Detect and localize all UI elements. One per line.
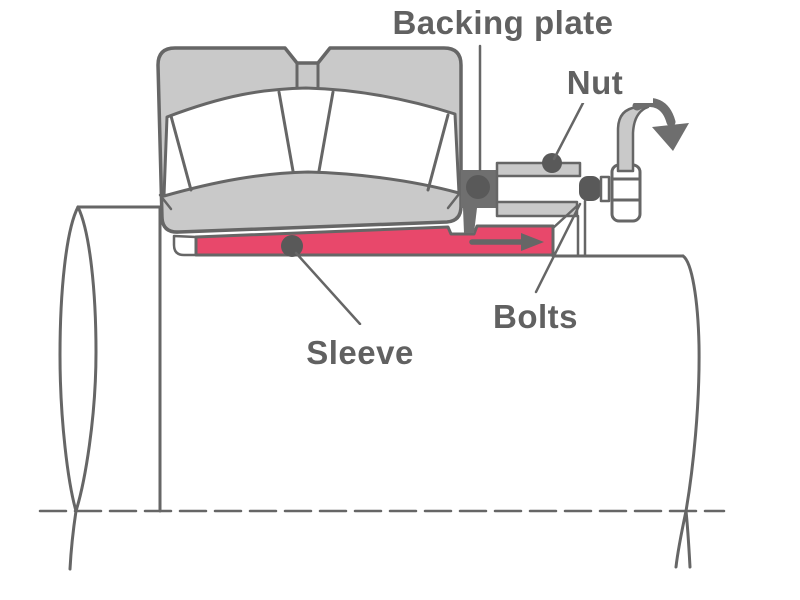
washer [599, 175, 611, 203]
bolts-label: Bolts [461, 294, 610, 340]
nut-bottom-section [495, 200, 579, 218]
shaft-left-end-outer-arc [58, 205, 80, 513]
tommy-bar [616, 105, 650, 173]
pointer-lines [294, 44, 585, 326]
end-nut [610, 163, 642, 223]
lock-nut-assembly [495, 98, 689, 258]
nut-marker-dot [542, 153, 562, 173]
sleeve-label: Sleeve [273, 325, 447, 380]
nut-top-section [495, 161, 582, 178]
rotation-arrow-band [632, 98, 676, 127]
bearing-outer-ring-corner-lines [158, 192, 461, 211]
nut-pointer-line [552, 101, 585, 161]
rotation-arrow-head [652, 123, 689, 151]
sleeve-drive-arrow-head [521, 233, 544, 251]
nut-label: Nut [537, 62, 653, 103]
nut-support-lines [551, 199, 587, 258]
end-nut-section-lines [610, 177, 642, 202]
backing-plate-tip [463, 208, 477, 233]
shaft-right-end-tails [674, 509, 692, 569]
shaft [38, 205, 726, 571]
bolt-end [579, 176, 601, 201]
sleeve-pointer-line [294, 251, 362, 326]
sleeve-left-lip [172, 234, 198, 257]
backing-plate [461, 170, 496, 233]
shaft-left-end-tail [68, 509, 78, 571]
bolts-pointer-line [534, 202, 582, 294]
backing-plate-marker-dot [466, 175, 490, 199]
bearing-roller-divider-lines [169, 90, 450, 192]
bearing [156, 46, 463, 234]
adapter-sleeve [172, 224, 555, 257]
sleeve-marker-dot [281, 235, 303, 257]
shaft-left-end-inner-arc [74, 205, 98, 513]
bearing-lubrication-groove-lines [295, 61, 320, 89]
shaft-right-end-arc [681, 254, 701, 513]
backing-plate-label: Backing plate [392, 4, 614, 41]
